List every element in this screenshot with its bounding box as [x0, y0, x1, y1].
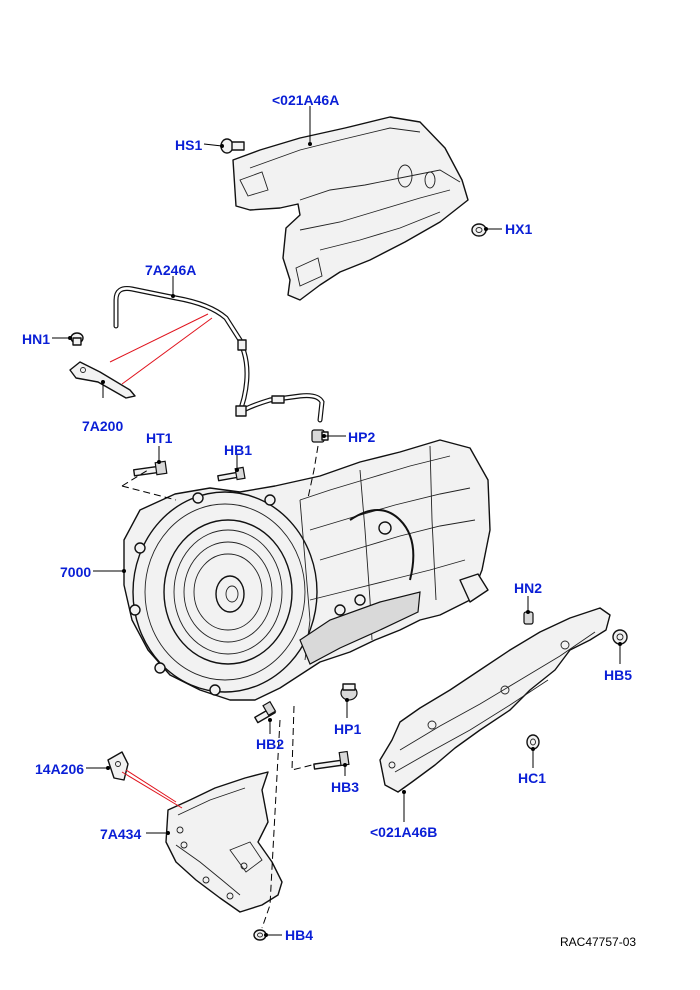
- label-hs1: HS1: [175, 137, 202, 153]
- bolt-hs1: [220, 138, 245, 154]
- label-hb1: HB1: [224, 442, 252, 458]
- label-hc1: HC1: [518, 770, 546, 786]
- label-7a434: 7A434: [100, 826, 141, 842]
- bolt-hb2: [254, 700, 277, 724]
- label-hb2: HB2: [256, 736, 284, 752]
- red-guide-lines: [109, 313, 213, 809]
- callout-labels: <021A46A HS1 HX1 7A246A HN1 7A200 HT1 HB…: [22, 92, 636, 949]
- plug-hp1: [340, 683, 358, 701]
- label-hb4: HB4: [285, 927, 313, 943]
- breather-tube: [113, 286, 325, 423]
- bracket-14a206: [107, 751, 129, 781]
- label-7a246a: 7A246A: [145, 262, 196, 278]
- bolt-hb3: [313, 750, 350, 770]
- bolt-hb1: [217, 466, 246, 482]
- label-ht1: HT1: [146, 430, 173, 446]
- label-7000: 7000: [60, 564, 91, 580]
- reference-number: RAC47757-03: [560, 935, 636, 949]
- heat-shield-upper: [232, 116, 469, 301]
- label-hn1: HN1: [22, 331, 50, 347]
- nut-hx1: [471, 223, 487, 237]
- bolt-hb5: [612, 629, 628, 645]
- leader-lines: [52, 106, 622, 937]
- heat-shield-lower: [379, 607, 611, 793]
- bracket-7a200: [69, 361, 136, 399]
- label-7a200: 7A200: [82, 418, 123, 434]
- label-021a46a: <021A46A: [272, 92, 339, 108]
- label-hp1: HP1: [334, 721, 361, 737]
- transmission-7000: [123, 439, 491, 701]
- label-hb3: HB3: [331, 779, 359, 795]
- label-hb5: HB5: [604, 667, 632, 683]
- lower-shield-7a434: [165, 771, 283, 913]
- clip-hc1: [526, 734, 540, 750]
- label-021a46b: <021A46B: [370, 824, 437, 840]
- label-14a206: 14A206: [35, 761, 84, 777]
- assembly-guides: [121, 445, 319, 929]
- label-hp2: HP2: [348, 429, 375, 445]
- label-hn2: HN2: [514, 580, 542, 596]
- stud-ht1: [133, 460, 168, 477]
- nut-hn1: [70, 332, 84, 346]
- label-hx1: HX1: [505, 221, 532, 237]
